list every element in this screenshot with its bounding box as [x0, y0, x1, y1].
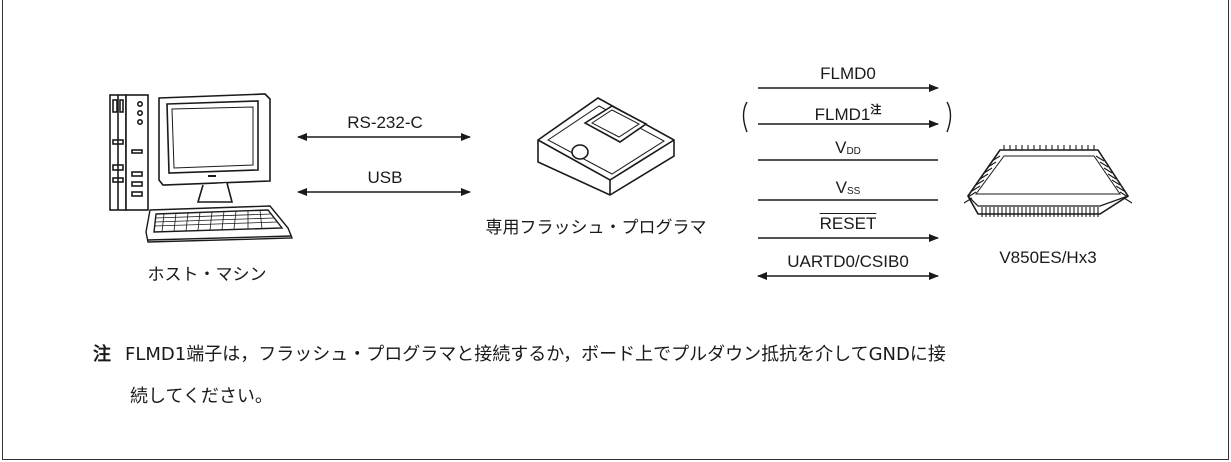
usb-label: USB	[367, 168, 403, 187]
flmd0-label: FLMD0	[820, 64, 876, 83]
microcontroller-chip-icon	[963, 145, 1133, 217]
note-mark: 注	[93, 344, 111, 365]
flash-programmer-label: 専用フラッシュ・プログラマ	[485, 218, 707, 237]
keyboard-icon	[145, 205, 294, 243]
monitor-icon	[158, 93, 271, 203]
vdd-subscript: DD	[846, 146, 861, 157]
rs232-label: RS-232-C	[347, 113, 423, 132]
device-label: V850ES/Hx3	[999, 248, 1097, 267]
footnote: 注 FLMD1端子は，フラッシュ・プログラマと接続するか，ボード上でプルダウン抵抗…	[93, 345, 946, 365]
note-line-1: FLMD1端子は，フラッシュ・プログラマと接続するか，ボード上でプルダウン抵抗を…	[125, 344, 946, 365]
vdd-base: V	[835, 138, 847, 157]
flmd1-line	[742, 101, 952, 133]
flmd1-note-mark: 注	[870, 104, 882, 116]
flmd1-label: FLMD1注	[815, 100, 882, 125]
vss-subscript: SS	[847, 186, 861, 197]
vdd-label: VDD	[835, 138, 861, 162]
host-machine-label: ホスト・マシン	[147, 265, 267, 284]
vss-label: VSS	[836, 178, 861, 202]
flash-programmer-icon	[537, 97, 675, 196]
flmd1-text: FLMD1	[814, 105, 871, 124]
vss-base: V	[835, 178, 847, 197]
uart-label: UARTD0/CSIB0	[787, 252, 909, 271]
reset-label: RESET	[819, 214, 877, 233]
computer-tower-icon	[109, 94, 149, 211]
note-line-2: 続してください。	[130, 386, 273, 407]
